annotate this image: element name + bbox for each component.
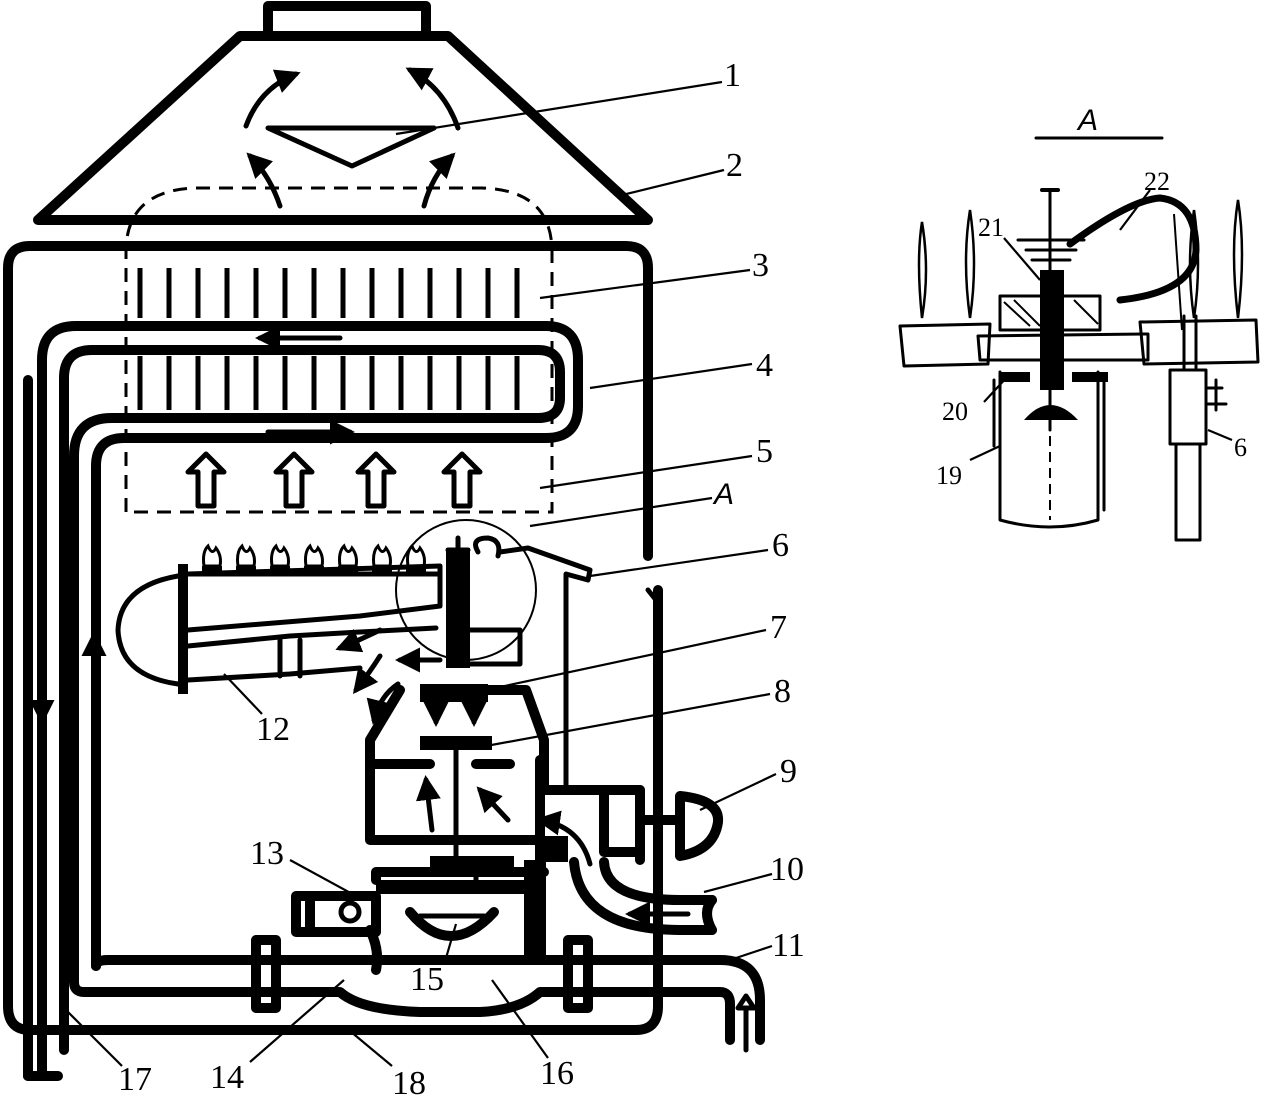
callout-1: 1 [724,57,741,94]
callout-3: 3 [752,247,769,284]
water-inlet [251,935,765,1053]
callout-10: 10 [770,851,804,888]
detail-callout-20: 20 [942,397,968,426]
callout-4: 4 [756,347,773,384]
detail-view-a: A [898,104,1260,542]
flame [236,543,256,568]
gas-inlet [569,857,717,935]
callout-15: 15 [410,961,444,998]
flame [304,543,324,568]
burner-port [406,566,426,574]
hot-air-arrows [185,451,483,509]
callout-11: 11 [772,927,805,964]
detail-thermocouple [1016,188,1200,432]
detail-leaders [969,189,1233,461]
detail-nozzle [992,340,1108,529]
water-coil [23,321,583,1081]
burner-port [202,566,222,574]
callout-16: 16 [540,1055,574,1092]
leader-lines [63,80,777,1067]
detail-callout-21: 21 [978,213,1004,242]
detail-callout-22: 22 [1144,167,1170,196]
burner [115,563,443,694]
callout-7: 7 [770,609,787,646]
main-view: 1 2 3 4 5 A 6 7 8 9 10 11 12 13 14 15 16… [3,1,805,1097]
right-pipe [645,587,659,603]
callout-8: 8 [774,673,791,710]
detail-callouts: 22 21 20 19 6 [936,167,1247,490]
detail-callout-6: 6 [1234,433,1247,462]
flame [202,543,222,568]
callout-labels: 1 2 3 4 5 A 6 7 8 9 10 11 12 13 14 15 16… [118,57,805,1097]
callout-12: 12 [256,711,290,748]
heat-exchanger-fins [137,268,520,410]
callout-6: 6 [772,527,789,564]
callout-14: 14 [210,1059,244,1096]
flame [270,543,290,568]
callout-5: 5 [756,433,773,470]
callout-17: 17 [118,1061,152,1097]
flame [338,543,358,568]
control-knob [599,785,724,861]
flame [406,543,426,568]
detail-burner-plate [898,294,1260,368]
callout-18: 18 [392,1065,426,1097]
callout-a: A [712,478,734,511]
flue-hood [33,1,653,225]
flame [372,543,392,568]
outer-casing [3,241,663,1035]
detail-title: A [1076,104,1098,137]
pilot-assembly [445,535,593,793]
callout-2: 2 [726,147,743,184]
gas-valve [291,681,645,975]
detail-callout-19: 19 [936,461,962,490]
callout-9: 9 [780,753,797,790]
callout-13: 13 [250,835,284,872]
combustion-chamber [124,186,554,514]
detail-igniter [1168,314,1228,542]
